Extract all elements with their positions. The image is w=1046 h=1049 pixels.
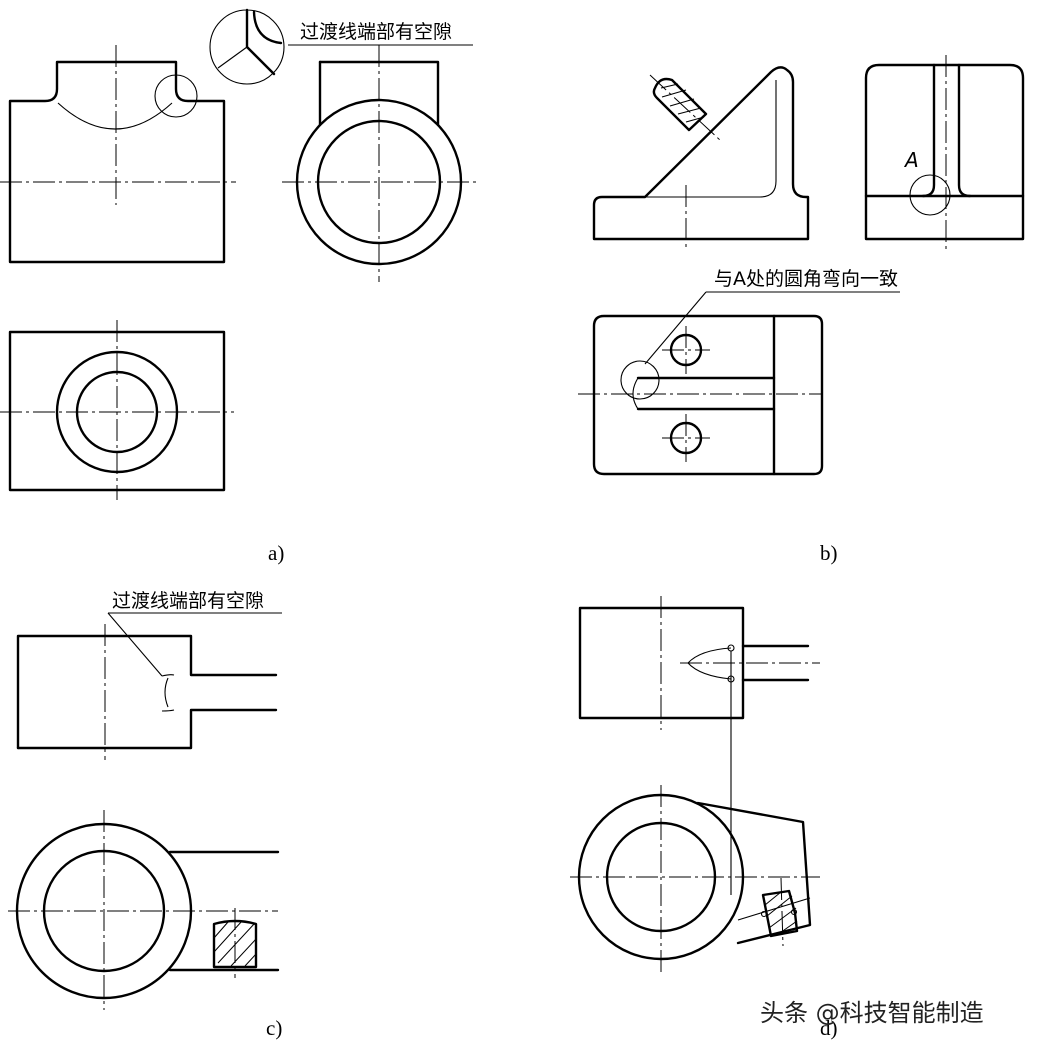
detail-circle-a bbox=[909, 174, 951, 216]
figure-a-detail-view bbox=[209, 8, 285, 85]
figure-b: A 与A处的圆角弯向一致 b) bbox=[578, 55, 1025, 565]
figure-c-top-view bbox=[8, 810, 280, 1010]
figure-a-caption: a) bbox=[268, 541, 284, 565]
detail-circle bbox=[154, 74, 198, 118]
figure-d: d) bbox=[570, 596, 838, 1040]
figure-d-top-view bbox=[570, 785, 820, 975]
figure-b-front-view bbox=[592, 66, 810, 250]
figure-b-note: 与A处的圆角弯向一致 bbox=[714, 268, 898, 290]
figure-d-section bbox=[760, 877, 799, 947]
figure-a-top-view bbox=[0, 320, 234, 500]
figure-d-front-view bbox=[578, 596, 820, 730]
figure-c-note: 过渡线端部有空隙 bbox=[112, 590, 264, 612]
watermark-text: 头条 @科技智能制造 bbox=[760, 999, 984, 1027]
figure-b-caption: b) bbox=[820, 541, 838, 565]
figure-a-side-view bbox=[282, 45, 476, 282]
figure-c-front-view bbox=[16, 624, 278, 760]
figure-a-front-view bbox=[0, 45, 236, 264]
figure-b-removed-section bbox=[649, 74, 722, 142]
figure-b-label-a: A bbox=[903, 148, 919, 172]
figure-c-section bbox=[212, 908, 258, 978]
figure-a-note: 过渡线端部有空隙 bbox=[300, 21, 452, 43]
figure-d-caption: d) bbox=[820, 1016, 838, 1040]
figure-c-caption: c) bbox=[266, 1016, 282, 1040]
figure-c: 过渡线端部有空隙 bbox=[8, 590, 282, 1040]
figure-b-top-view bbox=[578, 314, 824, 476]
figure-b-side-view: A bbox=[864, 55, 1025, 250]
figure-a: 过渡线端部有空隙 a) bbox=[0, 8, 476, 565]
